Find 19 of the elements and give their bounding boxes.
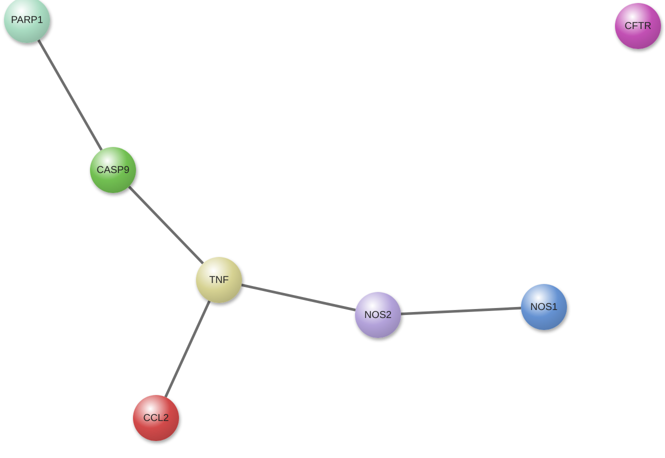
connector-line [164, 300, 211, 398]
connector-line [400, 306, 522, 316]
node-label: CASP9 [96, 164, 130, 176]
connector-line [37, 39, 103, 151]
protein-node [4, 0, 50, 43]
node-label: NOS2 [364, 310, 392, 320]
node-label: TNF [209, 274, 229, 286]
node-label: CFTR [624, 20, 652, 32]
node-label: NOS1 [530, 302, 558, 312]
node-label: CCL2 [143, 412, 169, 424]
connector-line [128, 186, 204, 264]
connector-line [241, 284, 356, 312]
protein-node [196, 257, 242, 303]
protein-node [521, 284, 567, 330]
protein-node [90, 147, 136, 193]
protein-node [133, 395, 179, 441]
node-label: PARP1 [10, 14, 44, 26]
protein-node [615, 3, 661, 49]
protein-node [355, 292, 401, 338]
